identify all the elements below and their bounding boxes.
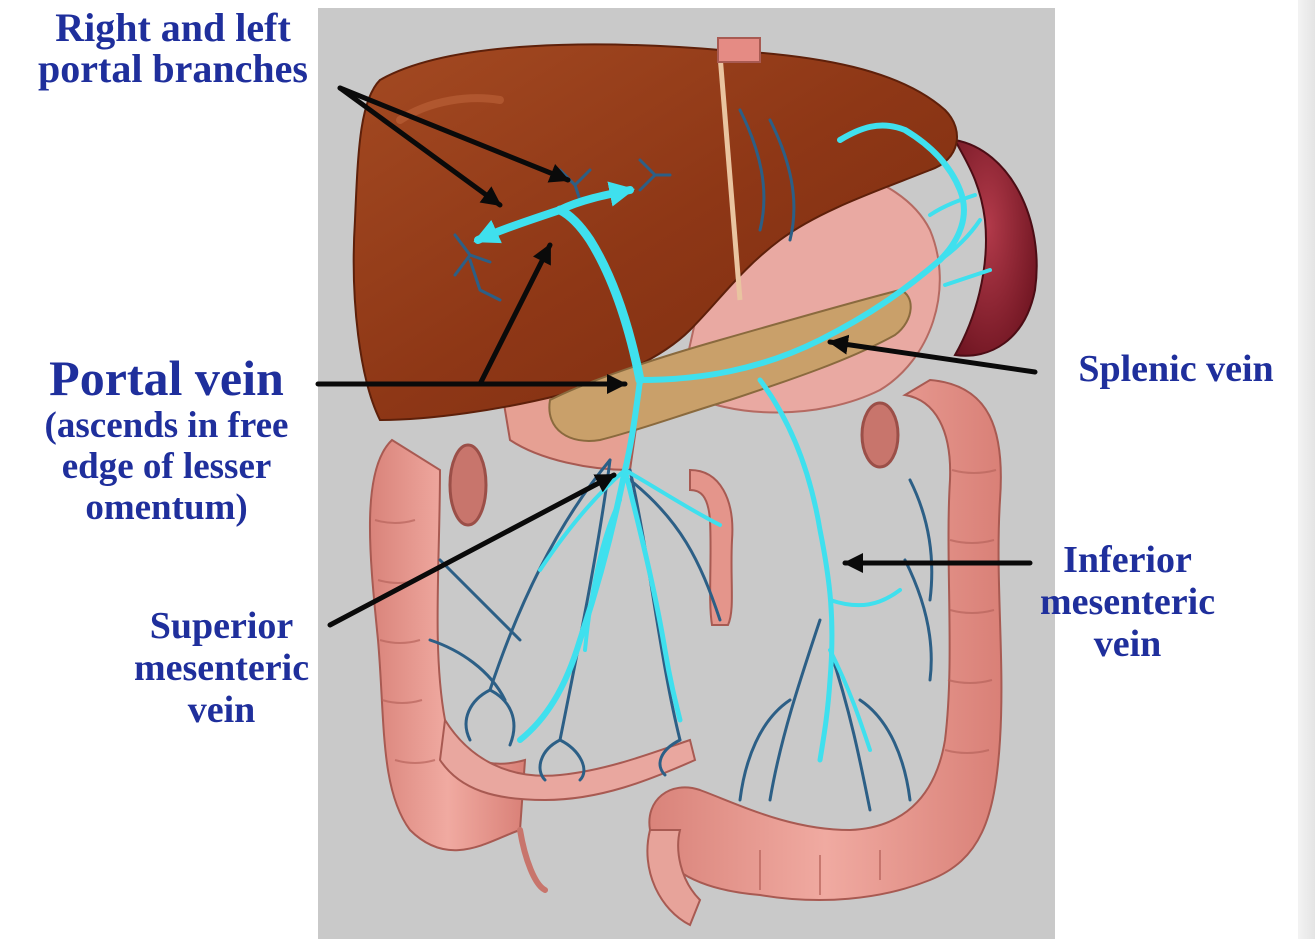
label-superior-mesenteric-vein: Superior mesenteric vein (104, 606, 339, 731)
label-portal-vein-title: Portal vein (4, 352, 329, 405)
label-line: portal branches (8, 49, 338, 90)
label-line: Splenic vein (1046, 350, 1306, 389)
label-right-and-left-portal-branches: Right and left portal branches (8, 8, 338, 90)
scroll-edge (1298, 0, 1315, 939)
label-line: Inferior (1010, 540, 1245, 582)
label-splenic-vein: Splenic vein (1046, 350, 1306, 389)
label-line: mesenteric (104, 648, 339, 690)
label-line: (ascends in free (4, 405, 329, 446)
label-inferior-mesenteric-vein: Inferior mesenteric vein (1010, 540, 1245, 665)
label-line: omentum) (4, 487, 329, 528)
label-line: Superior (104, 606, 339, 648)
label-line: Right and left (8, 8, 338, 49)
label-portal-vein: Portal vein (ascends in free edge of les… (4, 352, 329, 529)
label-line: vein (104, 690, 339, 732)
label-line: vein (1010, 624, 1245, 666)
label-line: mesenteric (1010, 582, 1245, 624)
label-line: edge of lesser (4, 446, 329, 487)
